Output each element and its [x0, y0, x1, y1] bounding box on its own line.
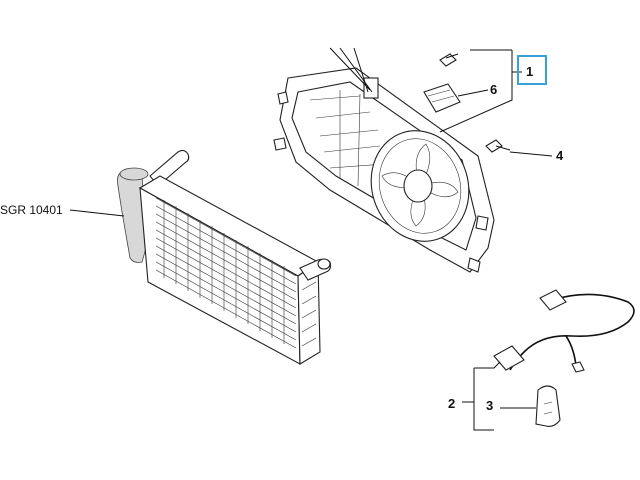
callout-6[interactable]: 6	[490, 82, 497, 97]
resistor-module	[423, 83, 461, 113]
fan-shroud	[273, 67, 495, 273]
harness-connector-top	[539, 289, 567, 311]
motor-connector	[363, 77, 379, 99]
harness-connector-bottom	[493, 345, 525, 371]
expansion-tank	[117, 170, 147, 263]
callout-2[interactable]: 2	[448, 396, 455, 411]
radiator-fins	[155, 197, 297, 349]
connector-cover	[535, 385, 561, 427]
callout-1[interactable]: 1	[526, 64, 533, 79]
reference-label[interactable]: SGR 10401	[0, 203, 63, 217]
callout-1-highlight-box	[517, 55, 547, 85]
callout-4[interactable]: 4	[556, 148, 564, 163]
tank-cap	[119, 167, 149, 181]
screw-4	[485, 139, 511, 153]
screw-upper	[439, 53, 459, 67]
leader-lines	[69, 47, 553, 431]
shroud-ribs	[309, 90, 385, 187]
callout-3[interactable]: 3	[486, 398, 493, 413]
fan-hub	[403, 169, 433, 203]
radiator	[117, 149, 332, 365]
harness-small-plug	[571, 361, 585, 373]
wiring-harness	[493, 289, 635, 373]
